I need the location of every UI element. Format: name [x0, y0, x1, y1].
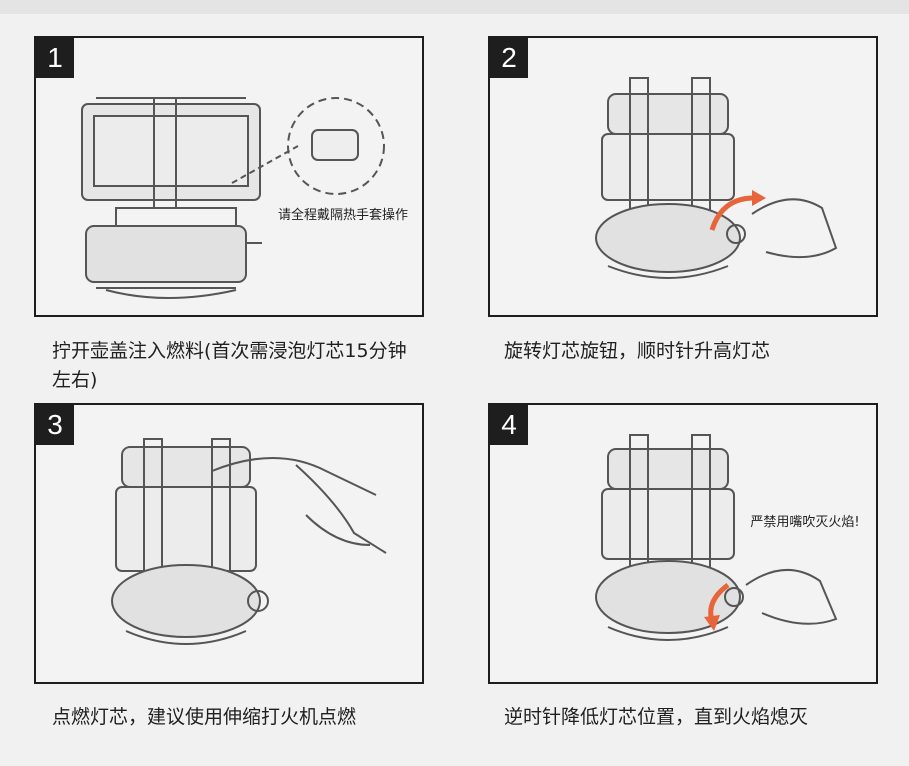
stove-raise-wick-illustration — [595, 77, 838, 279]
step-3-panel: 3 — [34, 403, 424, 684]
step-number-badge: 4 — [490, 405, 528, 445]
step-3-caption: 点燃灯芯，建议使用伸缩打火机点燃 — [52, 706, 357, 728]
stove-refill-illustration — [81, 97, 385, 299]
step-1-note: 请全程戴隔热手套操作 — [277, 208, 408, 223]
stove-ignite-illustration — [111, 438, 387, 645]
step-4-caption: 逆时针降低灯芯位置，直到火焰熄灭 — [504, 706, 809, 728]
step-2-caption: 旋转灯芯旋钮，顺时针升高灯芯 — [504, 340, 771, 362]
step-2-panel: 2 — [488, 36, 878, 317]
step-1-panel: 1 请全程戴隔热手套操作 — [34, 36, 424, 317]
step-4-note: 严禁用嘴吹灭火焰! — [750, 515, 860, 530]
step-4-panel: 4 严禁用嘴吹灭火焰! — [488, 403, 878, 684]
top-band — [0, 0, 909, 14]
step-1-caption: 拧开壶盖注入燃料(首次需浸泡灯芯15分钟左右) — [52, 340, 407, 391]
step-number-badge: 3 — [36, 405, 74, 445]
step-number-badge: 1 — [36, 38, 74, 78]
stove-lower-wick-illustration — [595, 434, 838, 641]
step-number-badge: 2 — [490, 38, 528, 78]
